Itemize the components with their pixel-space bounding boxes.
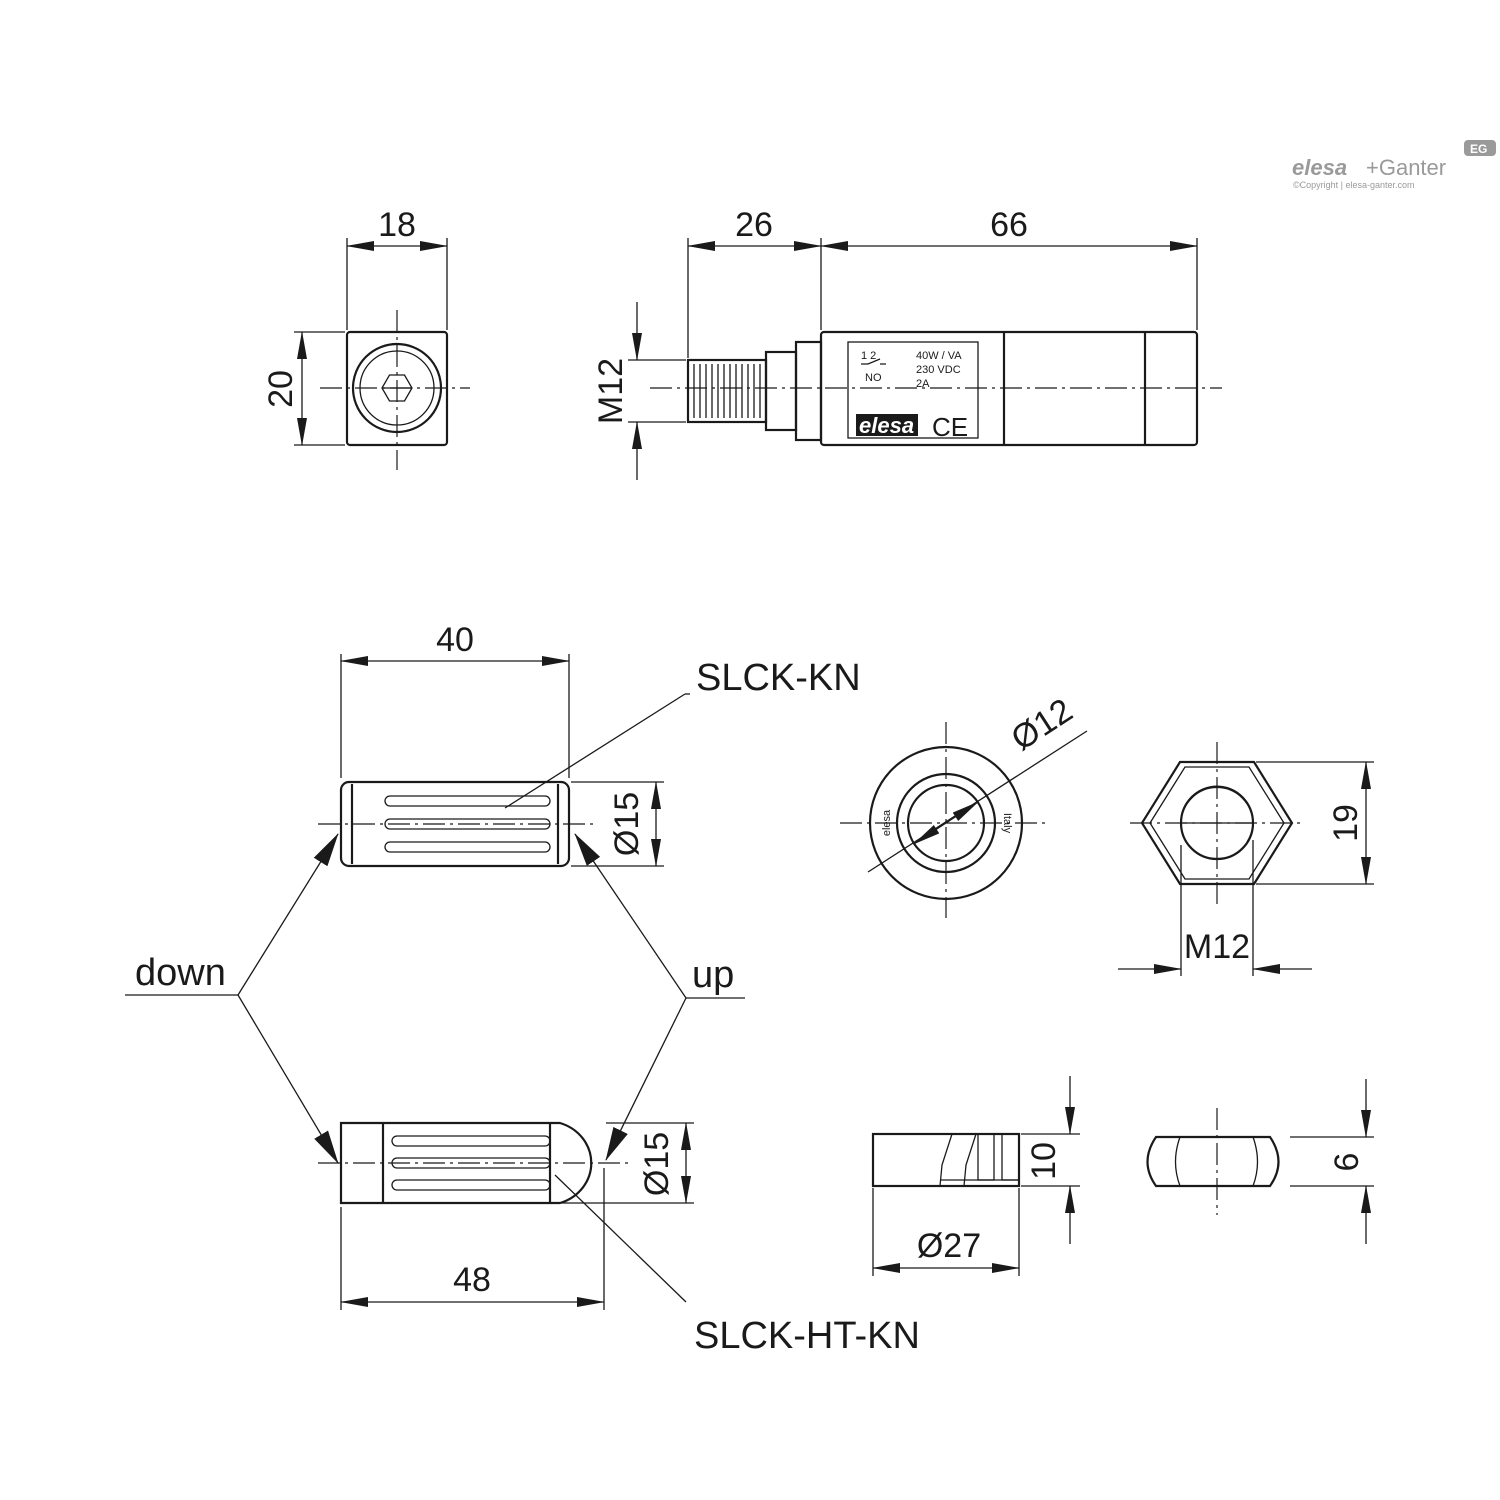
dim-side-width: 18 xyxy=(378,206,416,244)
dim-thread-length: 26 xyxy=(735,206,773,244)
dim-actuator-length: 40 xyxy=(436,621,474,659)
switch-end-view: 18 20 xyxy=(262,206,470,470)
label-brand-box xyxy=(856,414,918,436)
switch-label-panel xyxy=(847,341,979,439)
dim-side-height: 20 xyxy=(262,370,300,408)
ring-top-view: Ø12 elesa Italy xyxy=(840,691,1088,918)
logo-copyright: ©Copyright | elesa-ganter.com xyxy=(1293,180,1415,190)
label-ce-mark: CE xyxy=(932,412,968,442)
actuator-ht-kn: Ø15 48 SLCK-HT-KN xyxy=(318,1121,920,1357)
ring-brand-marking: elesa xyxy=(881,809,893,836)
dim-body-length: 66 xyxy=(990,206,1028,244)
actuator-kn: 40 Ø15 SLCK-KN xyxy=(318,621,861,868)
ring-side-view: 10 Ø27 xyxy=(871,1076,1080,1276)
dim-actuator-diameter: Ø15 xyxy=(608,792,646,856)
ring-section-hatch xyxy=(977,1133,995,1181)
dim-nut-height: 6 xyxy=(1328,1153,1366,1172)
dim-ring-height: 10 xyxy=(1025,1142,1063,1180)
nut-side-body xyxy=(1146,1135,1280,1188)
ring-origin-marking: Italy xyxy=(1001,813,1013,834)
dim-ring-outer-diameter: Ø27 xyxy=(917,1227,981,1265)
dim-ring-inner-diameter: Ø12 xyxy=(1005,691,1080,758)
dim-actuator-ht-length: 48 xyxy=(453,1261,491,1299)
label-contact-type: NO xyxy=(865,372,882,384)
logo-badge-text: EG xyxy=(1470,142,1487,156)
logo-brand-secondary: +Ganter xyxy=(1366,155,1446,180)
switch-side-view: 1 2 NO 40W / VA 230 VDC 2A elesa CE 26 6… xyxy=(592,206,1222,480)
thread-ridges xyxy=(693,364,761,418)
ring-side-body xyxy=(871,1132,1021,1188)
logo-badge xyxy=(1464,140,1496,156)
direction-arrows: down up xyxy=(125,833,745,1164)
label-direction-down: down xyxy=(135,952,226,994)
logo-brand-primary: elesa xyxy=(1292,155,1347,180)
nut-side-view: 6 xyxy=(1146,1079,1374,1244)
dim-actuator-ht-diameter: Ø15 xyxy=(638,1132,676,1196)
dim-nut-across-flats: 19 xyxy=(1327,804,1365,842)
label-rating-current: 2A xyxy=(916,378,930,390)
label-actuator-kn: SLCK-KN xyxy=(696,657,861,699)
dim-nut-thread: M12 xyxy=(1184,928,1250,966)
nut-top-view: 19 M12 xyxy=(1118,742,1374,976)
label-brand: elesa xyxy=(859,413,914,438)
watermark-logo: elesa +Ganter EG ©Copyright | elesa-gant… xyxy=(1292,140,1496,190)
label-contacts: 1 2 xyxy=(861,350,876,362)
label-direction-up: up xyxy=(692,954,734,996)
dim-thread-size: M12 xyxy=(592,358,630,424)
label-rating-voltage: 230 VDC xyxy=(916,364,961,376)
label-actuator-ht-kn: SLCK-HT-KN xyxy=(694,1315,920,1357)
actuator-ht-kn-body xyxy=(339,1121,593,1205)
label-rating-power: 40W / VA xyxy=(916,350,962,362)
